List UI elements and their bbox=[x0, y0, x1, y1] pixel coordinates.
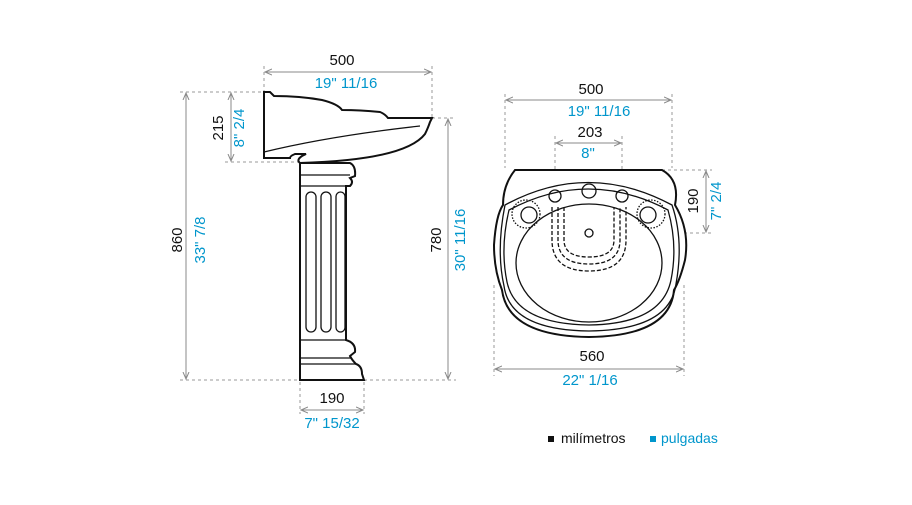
faucet-hole-right bbox=[615, 189, 629, 203]
side-width-mm: 500 bbox=[329, 52, 354, 69]
pedestal-flute bbox=[320, 191, 332, 333]
legend: milímetros pulgadas bbox=[548, 430, 718, 446]
base-width-mm: 190 bbox=[319, 390, 344, 407]
rim-height-in: 30" 11/16 bbox=[452, 209, 469, 272]
basin-side-profile bbox=[263, 91, 434, 165]
drain-offset-in: 7" 2/4 bbox=[708, 182, 725, 221]
rim-height-mm: 780 bbox=[428, 227, 445, 252]
shell-ornament-left bbox=[511, 199, 541, 229]
rim-outer-line bbox=[499, 181, 680, 332]
faucet-spacing-mm: 203 bbox=[577, 124, 602, 141]
mm-legend-swatch bbox=[548, 436, 554, 442]
faucet-spacing-in: 8" bbox=[581, 145, 595, 162]
faucet-hole-left bbox=[548, 189, 562, 203]
in-legend-swatch bbox=[650, 436, 656, 442]
top-width-in: 19" 11/16 bbox=[568, 103, 631, 120]
total-height-mm: 860 bbox=[169, 227, 186, 252]
shell-ornament-right bbox=[636, 199, 666, 229]
top-view: 500 19" 11/16 203 8" 190 7" 2/4 560 22" … bbox=[492, 81, 725, 389]
side-width-in: 19" 11/16 bbox=[315, 75, 378, 92]
faucet-hole-center bbox=[581, 183, 597, 199]
basin-underside-line bbox=[263, 125, 421, 153]
basin-top-outline bbox=[492, 169, 688, 339]
basin-height-mm: 215 bbox=[210, 115, 227, 140]
drain-offset-mm: 190 bbox=[685, 188, 702, 213]
base-width-in: 7" 15/32 bbox=[304, 415, 359, 432]
legend-in-label: pulgadas bbox=[661, 430, 718, 446]
pedestal-side bbox=[299, 162, 366, 381]
overall-width-mm: 560 bbox=[579, 348, 604, 365]
pedestal-flute bbox=[305, 191, 317, 333]
drain-hole bbox=[584, 228, 594, 238]
side-view: 500 19" 11/16 860 33" 7/8 215 8" 2/4 780… bbox=[169, 52, 469, 432]
top-width-mm: 500 bbox=[578, 81, 603, 98]
total-height-in: 33" 7/8 bbox=[192, 216, 209, 263]
bowl bbox=[515, 203, 663, 323]
basin-height-in: 8" 2/4 bbox=[231, 109, 248, 148]
pedestal-flute bbox=[335, 191, 346, 333]
rim-inner-line bbox=[503, 188, 675, 326]
legend-mm-label: milímetros bbox=[561, 430, 626, 446]
overall-width-in: 22" 1/16 bbox=[562, 372, 617, 389]
overflow-channel-hidden-lines bbox=[551, 207, 627, 272]
